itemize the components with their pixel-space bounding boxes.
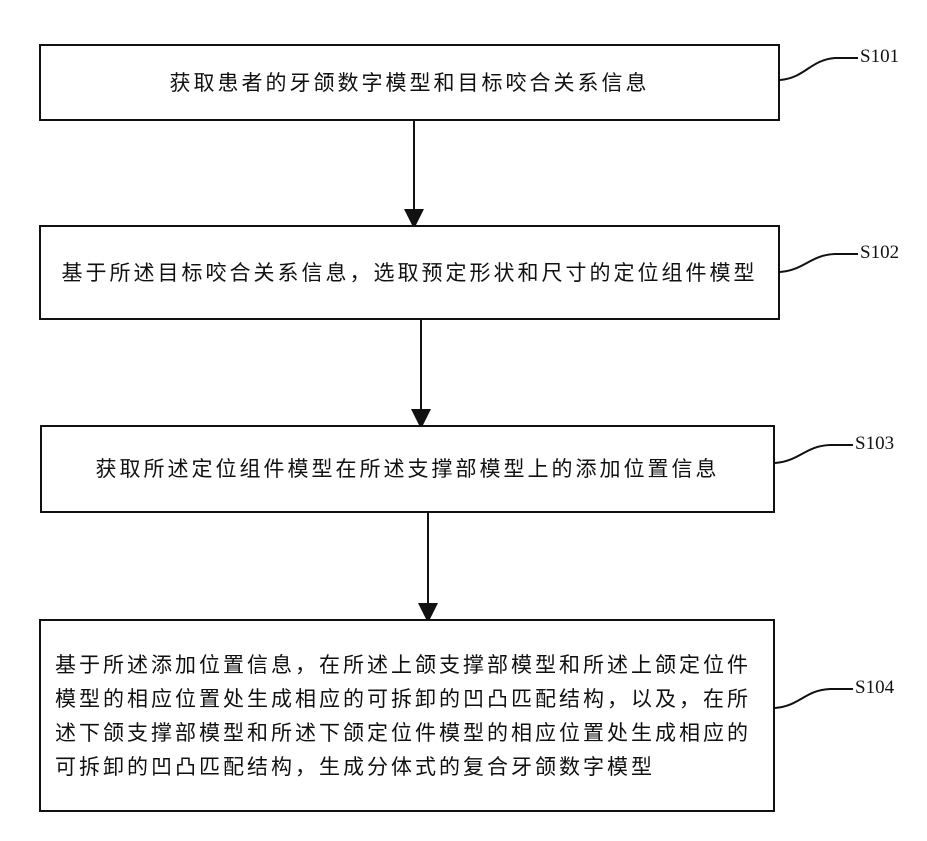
step-box-s103: 获取所述定位组件模型在所述支撑部模型上的添加位置信息 <box>40 425 775 513</box>
leader-s103 <box>775 445 853 463</box>
step-text-s102: 基于所述目标咬合关系信息，选取预定形状和尺寸的定位组件模型 <box>62 256 758 290</box>
leader-s104 <box>775 689 853 708</box>
step-label-s101: S101 <box>860 46 899 68</box>
step-label-s104: S104 <box>855 677 894 699</box>
step-text-s104: 基于所述添加位置信息，在所述上颌支撑部模型和所述上颌定位件模型的相应位置处生成相… <box>55 648 759 784</box>
step-label-s103: S103 <box>855 433 894 455</box>
step-box-s101: 获取患者的牙颌数字模型和目标咬合关系信息 <box>39 44 780 121</box>
leader-s102 <box>780 254 858 272</box>
step-text-s101: 获取患者的牙颌数字模型和目标咬合关系信息 <box>170 66 650 100</box>
step-label-s102: S102 <box>860 242 899 264</box>
step-box-s102: 基于所述目标咬合关系信息，选取预定形状和尺寸的定位组件模型 <box>39 225 780 320</box>
step-box-s104: 基于所述添加位置信息，在所述上颌支撑部模型和所述上颌定位件模型的相应位置处生成相… <box>39 619 775 812</box>
leader-s101 <box>780 58 858 80</box>
step-text-s103: 获取所述定位组件模型在所述支撑部模型上的添加位置信息 <box>96 452 720 486</box>
